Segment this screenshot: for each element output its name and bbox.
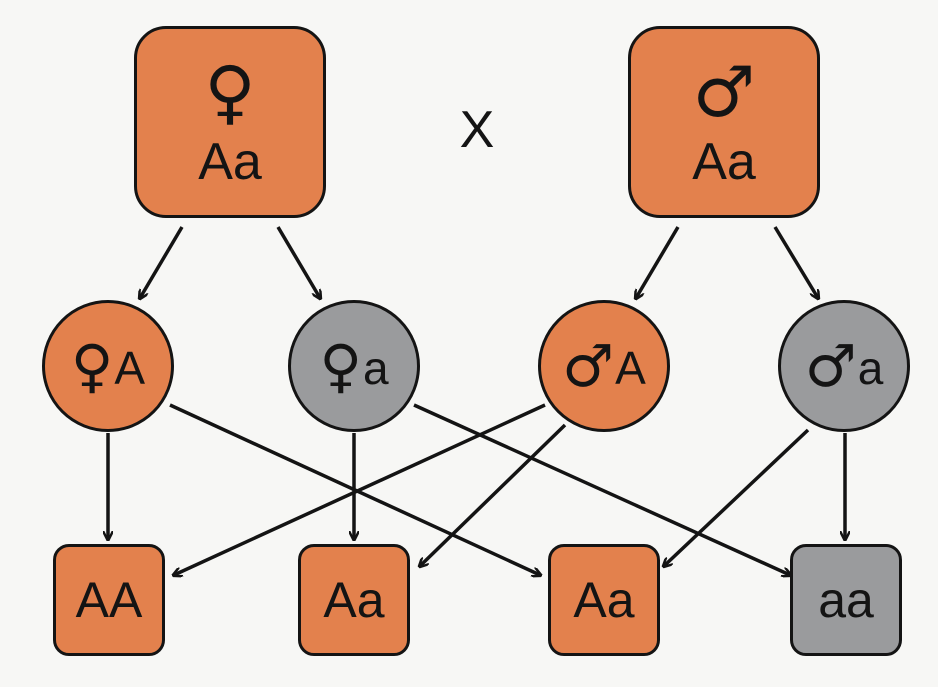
gamete-male-A: ♂ A xyxy=(538,300,670,432)
arrow-male-A-to-Aa-second xyxy=(420,423,567,566)
arrow-male-A-to-AA xyxy=(174,403,546,575)
gamete-female-A: ♀ A xyxy=(42,300,174,432)
gamete-allele: a xyxy=(857,342,884,394)
female-symbol-icon: ♀ xyxy=(204,51,256,133)
arrow-female-parent-to-female-a xyxy=(276,226,320,298)
female-parent-genotype: Aa xyxy=(198,133,262,191)
male-parent-genotype: Aa xyxy=(692,133,756,191)
gamete-allele: a xyxy=(362,342,389,394)
gamete-female-a: ♀ a xyxy=(288,300,420,432)
male-symbol-icon: ♂ xyxy=(692,51,756,133)
gamete-male-a: ♂ a xyxy=(778,300,910,432)
arrow-male-a-to-Aa-third xyxy=(664,428,810,566)
male-symbol-icon: ♂ xyxy=(804,332,857,400)
male-symbol-icon: ♂ xyxy=(562,332,615,400)
offspring-AA: AA xyxy=(53,544,165,656)
arrow-male-parent-to-male-a xyxy=(773,226,818,298)
female-symbol-icon: ♀ xyxy=(70,332,114,400)
cross-symbol: X xyxy=(459,101,495,159)
gamete-allele: A xyxy=(615,342,646,394)
offspring-Aa-first: Aa xyxy=(298,544,410,656)
arrow-female-a-to-aa xyxy=(413,403,790,575)
offspring-aa: aa xyxy=(790,544,902,656)
female-parent-box: ♀ Aa xyxy=(134,26,326,218)
male-parent-box: ♂ Aa xyxy=(628,26,820,218)
female-symbol-icon: ♀ xyxy=(319,332,362,400)
arrow-female-parent-to-female-A xyxy=(140,226,184,298)
gamete-allele: A xyxy=(114,342,146,394)
offspring-Aa-second: Aa xyxy=(548,544,660,656)
arrow-male-parent-to-male-A xyxy=(636,226,680,298)
